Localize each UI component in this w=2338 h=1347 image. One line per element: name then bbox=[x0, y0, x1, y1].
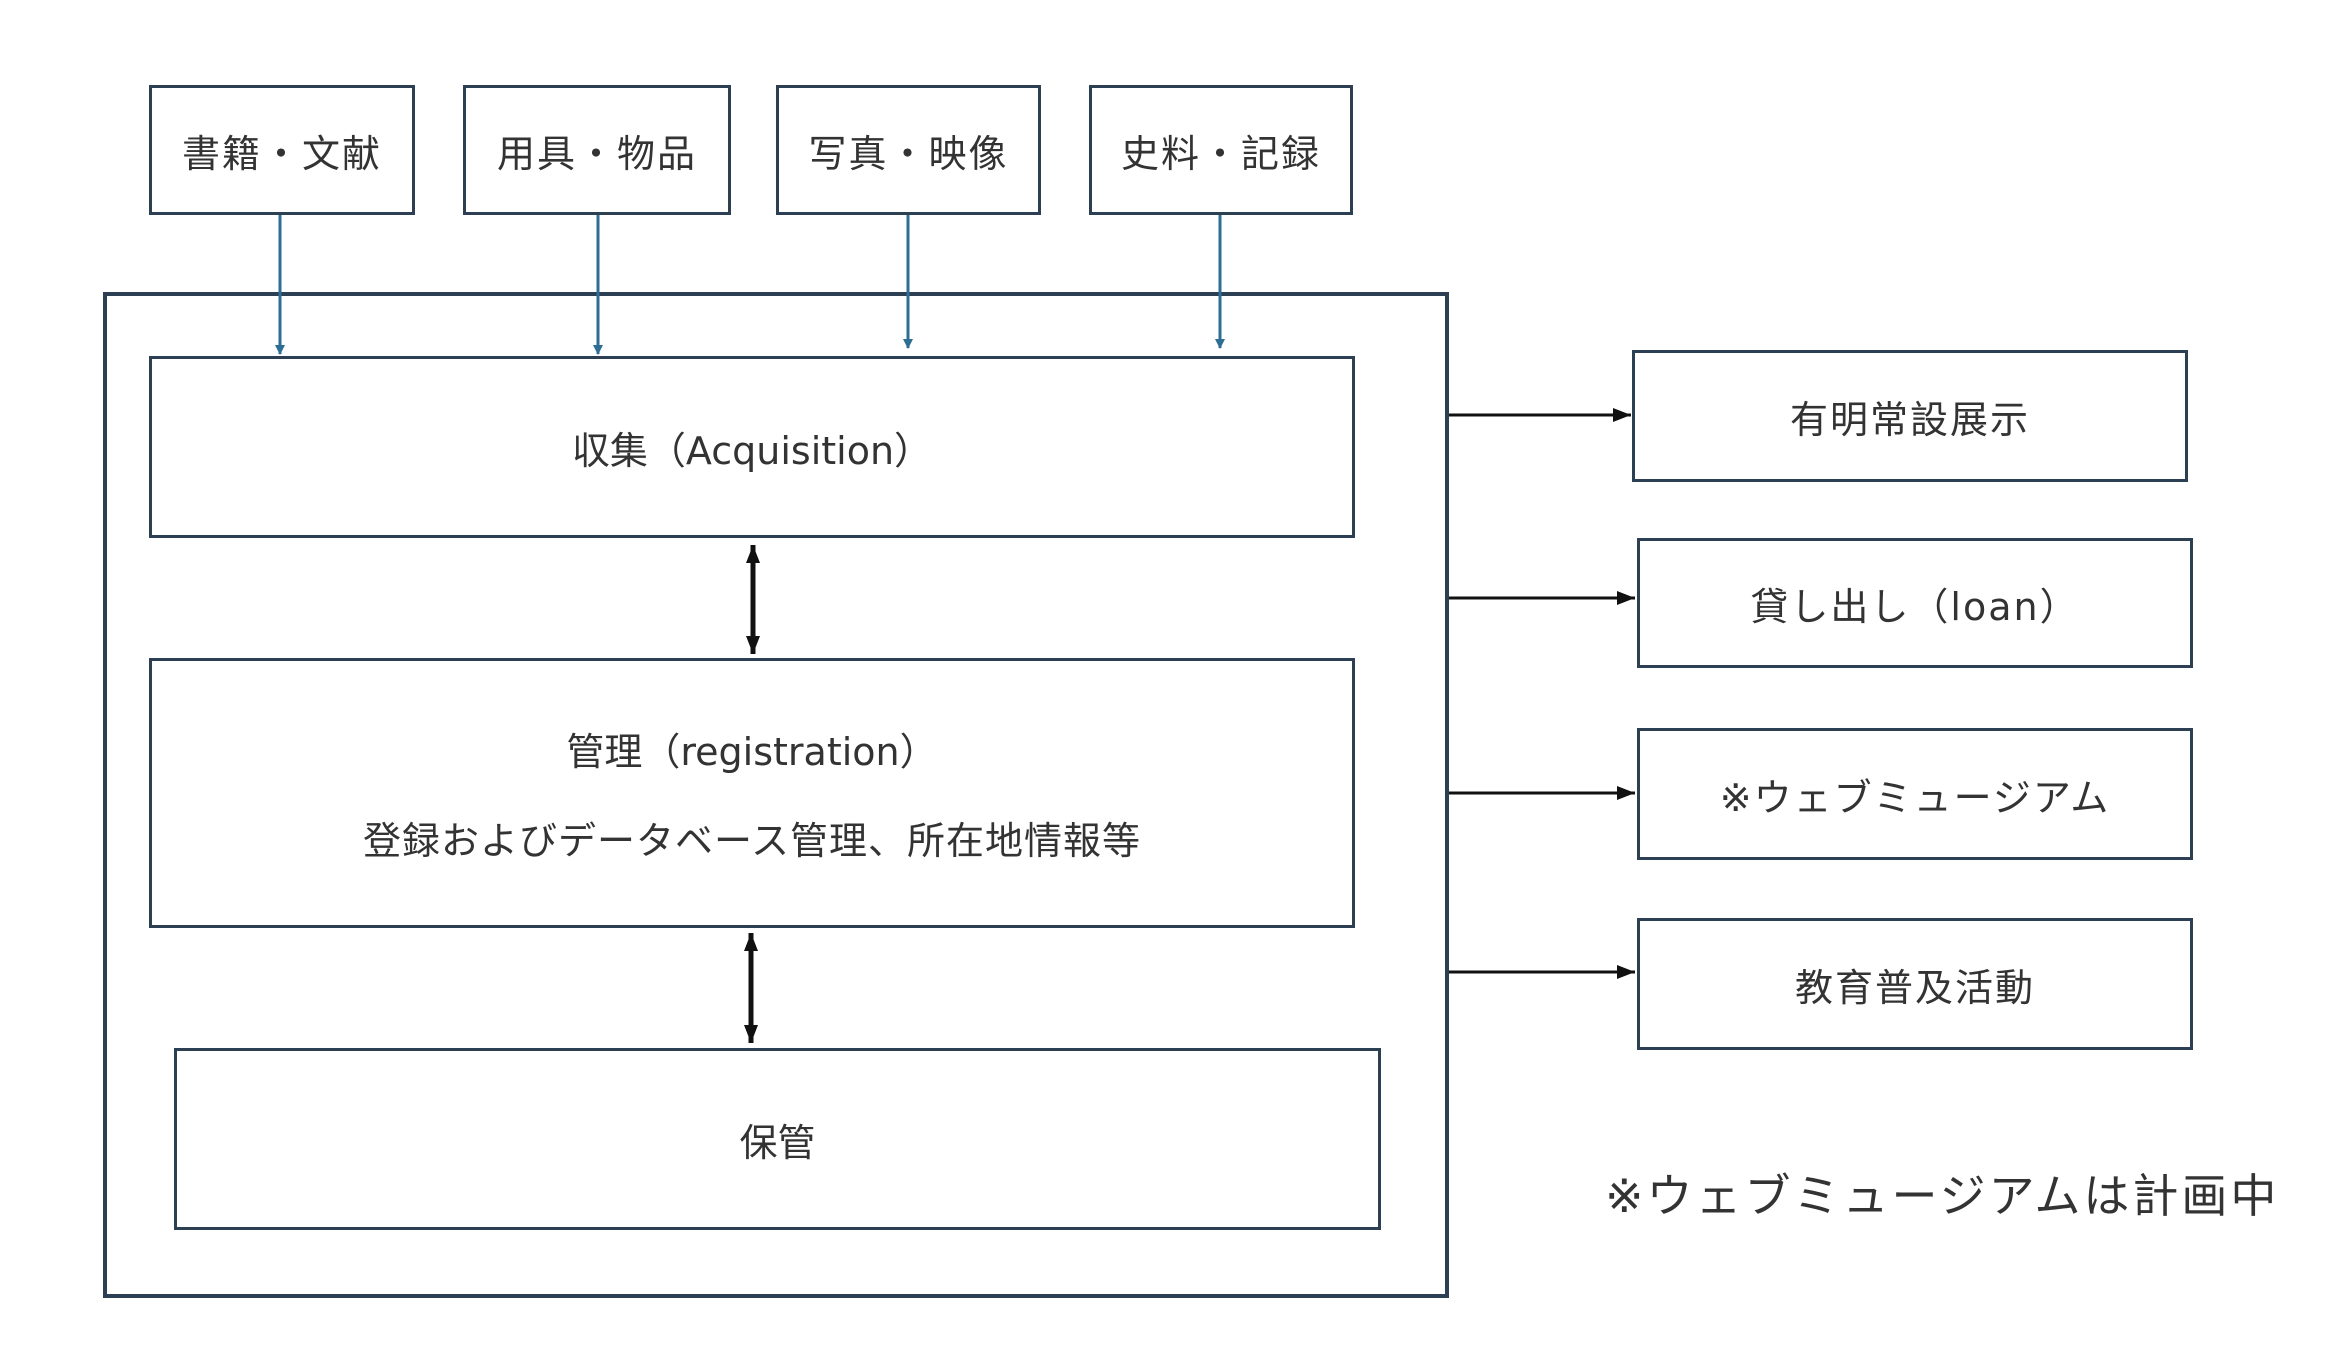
source-box-books: 書籍・文献 bbox=[149, 85, 415, 215]
acquisition-label: 収集（Acquisition） bbox=[571, 428, 933, 473]
output-box-loan: 貸し出し（loan） bbox=[1637, 538, 2193, 668]
source-label-books: 書籍・文献 bbox=[181, 131, 382, 176]
output-label-exhibition: 有明常設展示 bbox=[1789, 397, 2030, 442]
management-detail: 登録およびデータベース管理、所在地情報等 bbox=[362, 819, 1142, 863]
management-box: 管理（registration） 登録およびデータベース管理、所在地情報等 bbox=[149, 658, 1355, 928]
storage-box: 保管 bbox=[174, 1048, 1381, 1230]
output-label-education: 教育普及活動 bbox=[1794, 965, 2035, 1010]
system-frame bbox=[103, 292, 1449, 1298]
management-title: 管理（registration） bbox=[566, 730, 938, 774]
source-label-tools: 用具・物品 bbox=[496, 131, 697, 176]
source-box-photos: 写真・映像 bbox=[776, 85, 1041, 215]
source-box-tools: 用具・物品 bbox=[463, 85, 731, 215]
output-box-exhibition: 有明常設展示 bbox=[1632, 350, 2188, 482]
output-box-web-museum: ※ウェブミュージアム bbox=[1637, 728, 2193, 860]
planning-note: ※ウェブミュージアムは計画中 bbox=[1605, 1169, 2280, 1223]
storage-label: 保管 bbox=[739, 1120, 816, 1165]
output-box-education: 教育普及活動 bbox=[1637, 918, 2193, 1050]
source-label-records: 史料・記録 bbox=[1120, 131, 1321, 176]
source-box-records: 史料・記録 bbox=[1089, 85, 1353, 215]
output-label-loan: 貸し出し（loan） bbox=[1750, 584, 2080, 629]
output-label-web-museum: ※ウェブミュージアム bbox=[1719, 775, 2111, 820]
acquisition-box: 収集（Acquisition） bbox=[149, 356, 1355, 538]
source-label-photos: 写真・映像 bbox=[808, 131, 1009, 176]
